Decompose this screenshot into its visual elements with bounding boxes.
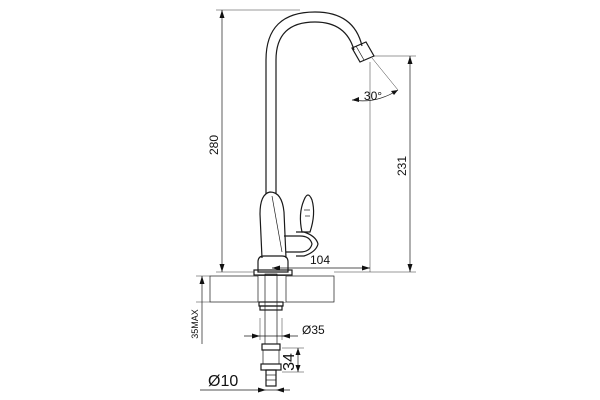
spout-height-label: 231 <box>395 156 409 176</box>
faucet-body <box>253 191 319 276</box>
connector-fitting <box>260 343 282 387</box>
dimension-connector-diameter: Ø10 <box>200 373 290 393</box>
connector-diameter-label: Ø10 <box>208 373 238 390</box>
dimension-total-height: 280 <box>207 9 300 273</box>
dimension-hole-diameter: Ø35 <box>244 318 325 340</box>
dimension-spout-reach: 104 <box>272 62 371 272</box>
dimension-mount-thickness: 35MAX <box>190 275 210 344</box>
spout-reach-label: 104 <box>310 253 330 267</box>
dimension-spout-angle: 30° <box>351 57 399 103</box>
mount-thickness-label: 35MAX <box>190 309 200 339</box>
fitting-size-label: 34 <box>281 353 298 371</box>
spout-angle-label: 30° <box>364 89 382 103</box>
height-total-label: 280 <box>207 135 221 155</box>
spout <box>265 11 375 194</box>
dimension-spout-height: 231 <box>334 55 416 273</box>
hole-diameter-label: Ø35 <box>302 323 325 337</box>
countertop <box>209 275 335 303</box>
dimension-fitting-size: 34 <box>281 347 304 373</box>
